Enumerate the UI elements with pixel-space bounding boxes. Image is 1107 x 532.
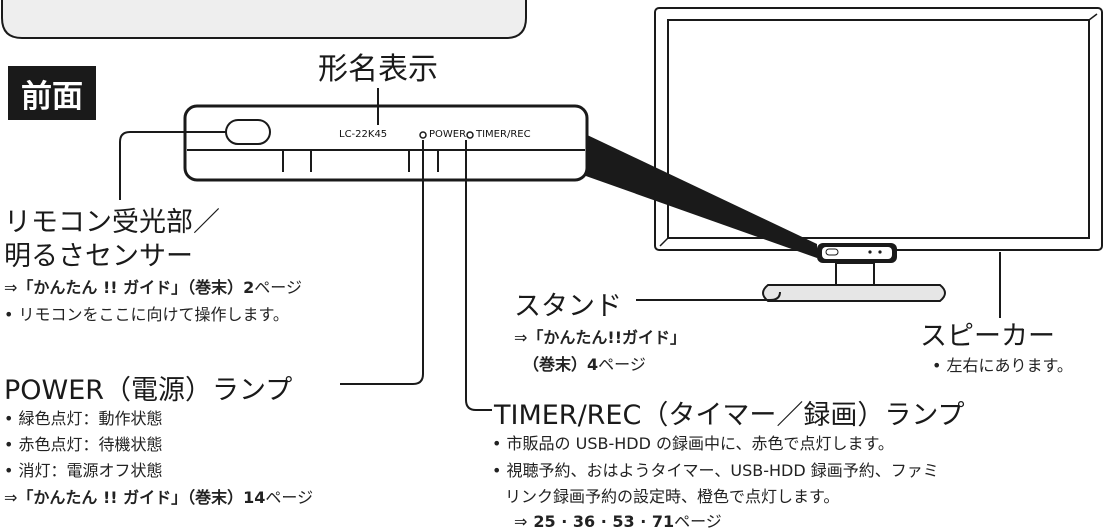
ref-guide: 「かんたん!!ガイド」 (527, 328, 687, 347)
model-display-label: 形名表示 (318, 52, 438, 87)
ref-volume: （巻末）4 (523, 355, 599, 374)
ref-arrow: ⇒ (514, 328, 528, 347)
ref-suffix: ページ (598, 355, 646, 374)
remote-sensor-ref: ⇒ 「かんたん !! ガイド」（巻末）2 ページ (4, 274, 302, 298)
timer-lamp-item-2b: リンク録画予約の設定時、橙色で点灯します。 (505, 487, 840, 506)
power-lamp-item-2: • 赤色点灯：待機状態 (4, 435, 163, 454)
remote-sensor-title-1: リモコン受光部／ (4, 207, 220, 238)
ref-suffix: ページ (265, 488, 314, 507)
remote-sensor-title-2: 明るさセンサー (4, 241, 193, 272)
ref-suffix: ページ (254, 278, 302, 297)
speaker-note: • 左右にあります。 (932, 356, 1073, 375)
ref-guide: 「かんたん !! ガイド」（巻末）2 (17, 278, 255, 297)
timer-lamp-item-2a: • 視聴予約、おはようタイマー、USB-HDD 録画予約、ファミ (492, 461, 939, 480)
bezel-model-text: LC-22K45 (339, 129, 388, 140)
stand-ref-2: （巻末）4 ページ (523, 351, 646, 375)
bezel-timer-rec-text: TIMER/REC (476, 129, 531, 140)
timer-lamp-item-1: • 市販品の USB-HDD の録画中に、赤色で点灯します。 (492, 434, 894, 453)
stand-title: スタンド (514, 291, 622, 322)
power-lamp-title: POWER（電源）ランプ (4, 375, 293, 406)
front-bezel (183, 104, 589, 182)
ref-arrow: ⇒ (4, 278, 18, 297)
tv-illustration (654, 7, 1103, 302)
stand-ref: ⇒ 「かんたん!!ガイド」 (514, 324, 686, 348)
top-note-box (1, 0, 527, 39)
speaker-title: スピーカー (920, 321, 1055, 352)
ref-pages: 25 · 36 · 53 · 71 (533, 512, 675, 531)
front-label: 前面 (8, 66, 96, 120)
ref-guide: 「かんたん !! ガイド」（巻末）14 (17, 488, 266, 507)
ref-arrow: ⇒ (4, 488, 18, 507)
timer-lamp-ref: ⇒ 25 · 36 · 53 · 71 ページ (514, 508, 722, 532)
ref-suffix: ページ (674, 512, 722, 531)
zoom-wedge (583, 133, 817, 258)
timer-lamp-title: TIMER/REC（タイマー／録画）ランプ (494, 400, 965, 431)
bezel-power-text: POWER (429, 129, 467, 140)
power-lamp-item-3: • 消灯：電源オフ状態 (4, 461, 163, 480)
ref-arrow: ⇒ (514, 512, 528, 531)
power-lamp-ref: ⇒ 「かんたん !! ガイド」（巻末）14 ページ (4, 484, 313, 508)
power-lamp-item-1: • 緑色点灯：動作状態 (4, 409, 163, 428)
remote-sensor-note: • リモコンをここに向けて操作します。 (4, 305, 289, 324)
